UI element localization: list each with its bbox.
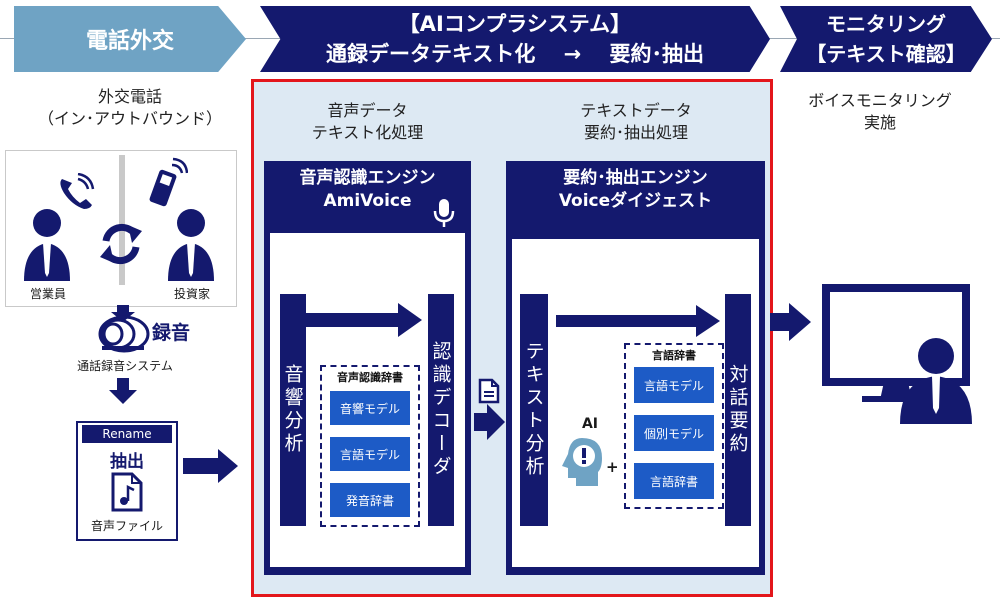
acoustic-analysis-bar: 音響分析 <box>280 294 306 526</box>
step-monitoring-subtitle: 【テキスト確認】 <box>806 42 966 66</box>
phone-caption-line1: 外交電話 <box>97 87 162 106</box>
microphone-icon <box>433 199 455 227</box>
engine1-caption: 音声データ テキスト化処理 <box>265 100 470 144</box>
arrow-to-monitor-head <box>789 303 811 341</box>
arrow-into-system-shaft <box>183 458 219 474</box>
text-document-icon <box>478 378 500 404</box>
extract-label: 抽出 <box>110 452 144 472</box>
phone-caption-line2: （イン･アウトバウンド） <box>37 109 222 128</box>
language-model-module: 言語モデル <box>330 437 410 471</box>
pronunciation-dictionary-module: 発音辞書 <box>330 483 410 517</box>
engine2-caption: テキストデータ 要約･抽出処理 <box>508 100 764 144</box>
investor-icon <box>168 209 214 281</box>
step-ai-compliance-system: 【AIコンプラシステム】 通録データテキスト化 → 要約･抽出 <box>260 6 770 72</box>
arrow-into-system-head <box>218 449 238 483</box>
rename-badge: Rename <box>82 425 172 443</box>
engine1-caption-line1: 音声データ <box>327 101 408 120</box>
ai-label: AI <box>581 416 599 432</box>
salesperson-icon <box>24 209 70 281</box>
between-engines-arrow-head <box>487 404 505 440</box>
plus-sign: + <box>606 458 619 476</box>
arrow-down-2-head <box>109 390 137 404</box>
music-file-icon <box>111 472 143 512</box>
recording-tape-icon <box>98 315 150 353</box>
step-ai-subtitle: 通録データテキスト化 → 要約･抽出 <box>325 42 705 66</box>
arrow-down-2-shaft <box>117 378 129 392</box>
engine2-arrow-head <box>696 305 720 337</box>
divider <box>119 155 125 285</box>
step-monitoring: モニタリング 【テキスト確認】 <box>780 6 992 72</box>
speech-dictionary-title: 音声認識辞書 <box>337 371 403 384</box>
audio-file-label: 音声ファイル <box>90 519 163 533</box>
exchange-arrows-icon <box>100 223 142 265</box>
engine1-title-line2: AmiVoice <box>323 191 412 211</box>
between-engines-arrow-shaft <box>474 413 488 431</box>
phone-handset-icon <box>60 173 95 209</box>
investor-label: 投資家 <box>173 287 210 301</box>
language-dictionary-title: 言語辞書 <box>652 349 696 362</box>
dialogue-summary-bar: 対話要約 <box>725 294 751 526</box>
audio-file-box: Rename 抽出 音声ファイル <box>76 421 178 541</box>
ai-head-icon <box>562 438 602 486</box>
monitoring-caption-line1: ボイスモニタリング <box>808 91 952 110</box>
call-illustration: 営業員 投資家 <box>5 150 237 307</box>
step-phone-sales: 電話外交 <box>14 6 246 72</box>
engine2-caption-line2: 要約･抽出処理 <box>583 123 688 142</box>
engine1-arrow-head <box>398 303 422 337</box>
recording-system-label: 通話録音システム <box>77 359 173 373</box>
step-monitoring-title: モニタリング <box>826 12 946 36</box>
engine1-title: 音声認識エンジン AmiVoice <box>264 167 471 213</box>
individual-model-module: 個別モデル <box>634 415 714 451</box>
language-model-module-2: 言語モデル <box>634 367 714 403</box>
speech-dictionary-box: 音声認識辞書 音響モデル 言語モデル 発音辞書 <box>320 365 420 527</box>
engine2-title-line2: Voiceダイジェスト <box>558 191 713 211</box>
recognition-decoder-bar: 認識デコーダ <box>428 294 454 526</box>
engine1-caption-line2: テキスト化処理 <box>311 123 424 142</box>
engine2-caption-line1: テキストデータ <box>580 101 692 120</box>
salesperson-label: 営業員 <box>29 287 66 301</box>
arrow-down-1-shaft <box>117 305 129 313</box>
engine2-title: 要約･抽出エンジン Voiceダイジェスト <box>506 167 765 213</box>
monitoring-caption-line2: 実施 <box>863 113 896 132</box>
step-ai-title: 【AIコンプラシステム】 <box>398 12 632 36</box>
engine2-arrow-shaft <box>556 315 696 327</box>
step-phone-sales-label: 電話外交 <box>85 29 174 54</box>
arrow-to-monitor-shaft <box>770 313 790 331</box>
mobile-phone-icon <box>149 157 188 207</box>
engine1-arrow-shaft <box>306 313 398 327</box>
language-dictionary-module: 言語辞書 <box>634 463 714 499</box>
language-dictionary-box: 言語辞書 言語モデル 個別モデル 言語辞書 <box>624 343 724 509</box>
recording-label: 録音 <box>152 322 191 344</box>
text-analysis-bar: テキスト分析 <box>520 294 548 526</box>
monitoring-caption: ボイスモニタリング 実施 <box>790 90 970 134</box>
acoustic-model-module: 音響モデル <box>330 391 410 425</box>
engine1-title-line1: 音声認識エンジン <box>299 168 436 188</box>
engine2-title-line1: 要約･抽出エンジン <box>563 168 708 188</box>
monitor-with-person-icon <box>822 284 972 424</box>
phone-caption: 外交電話 （イン･アウトバウンド） <box>14 86 246 130</box>
